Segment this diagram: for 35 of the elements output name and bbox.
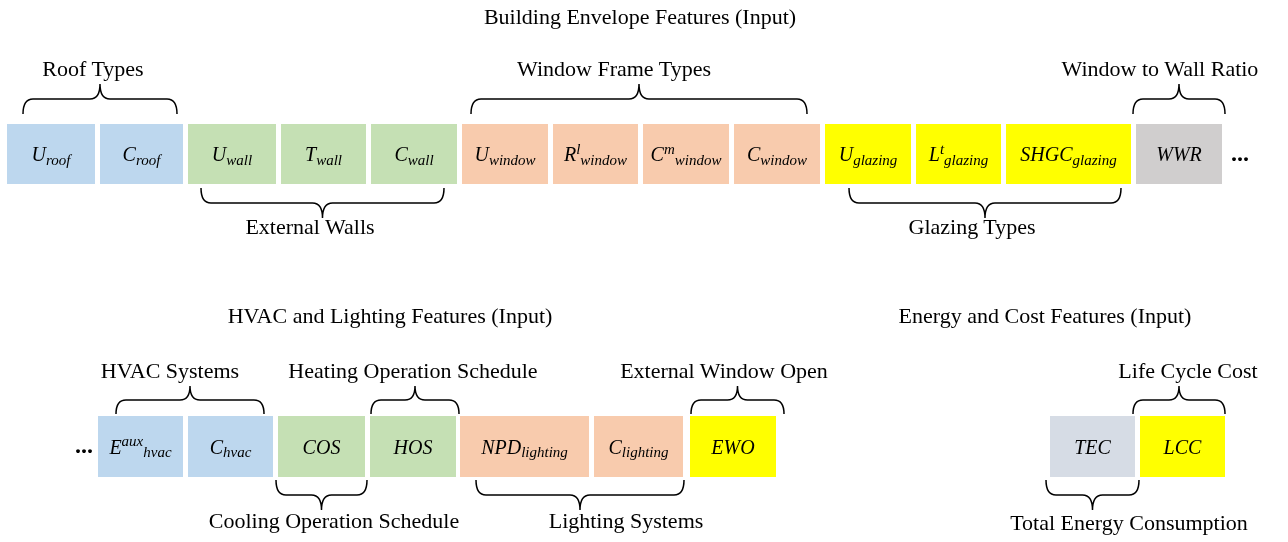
- bracket-label: External Walls: [245, 213, 375, 241]
- section-heading: HVAC and Lighting Features (Input): [227, 302, 553, 330]
- bracket-label: Total Energy Consumption: [1010, 509, 1248, 537]
- feature-box: TEC: [1050, 416, 1135, 477]
- feature-box: C$_{hvac}$: [188, 416, 273, 477]
- feature-box: C$_{wall}$: [371, 124, 457, 184]
- bracket-label: Cooling Operation Schedule: [208, 507, 460, 535]
- feature-box: C$_{window}$: [734, 124, 820, 184]
- feature-box: EWO: [690, 416, 776, 477]
- bracket-label: External Window Open: [620, 357, 828, 385]
- feature-box: U$_{wall}$: [188, 124, 276, 184]
- feature-box: U$_{glazing}$: [825, 124, 911, 184]
- ellipsis: ...: [75, 431, 93, 460]
- feature-box: WWR: [1136, 124, 1222, 184]
- bracket-label: HVAC Systems: [100, 357, 240, 385]
- feature-box: C$_{lighting}$: [594, 416, 683, 477]
- feature-box: SHGC$_{glazing}$: [1006, 124, 1131, 184]
- bracket-label: Window Frame Types: [517, 55, 711, 83]
- bracket-label: Roof Types: [42, 55, 144, 83]
- bracket-label: Life Cycle Cost: [1118, 357, 1258, 385]
- bracket-label: Window to Wall Ratio: [1061, 55, 1259, 83]
- feature-box: C$_{roof}$: [100, 124, 183, 184]
- section-heading: Building Envelope Features (Input): [483, 3, 797, 31]
- feature-box: COS: [278, 416, 365, 477]
- feature-box: LCC: [1140, 416, 1225, 477]
- bracket-label: Heating Operation Schedule: [288, 357, 538, 385]
- ellipsis: ...: [1231, 139, 1249, 168]
- feature-box: NPD$_{lighting}$: [460, 416, 589, 477]
- bracket-label: Lighting Systems: [548, 507, 704, 535]
- section-heading: Energy and Cost Features (Input): [898, 302, 1192, 330]
- bracket-label: Glazing Types: [908, 213, 1036, 241]
- feature-box: U$_{window}$: [462, 124, 548, 184]
- feature-box: U$_{roof}$: [7, 124, 95, 184]
- feature-box: HOS: [370, 416, 456, 477]
- feature-box: T$_{wall}$: [281, 124, 366, 184]
